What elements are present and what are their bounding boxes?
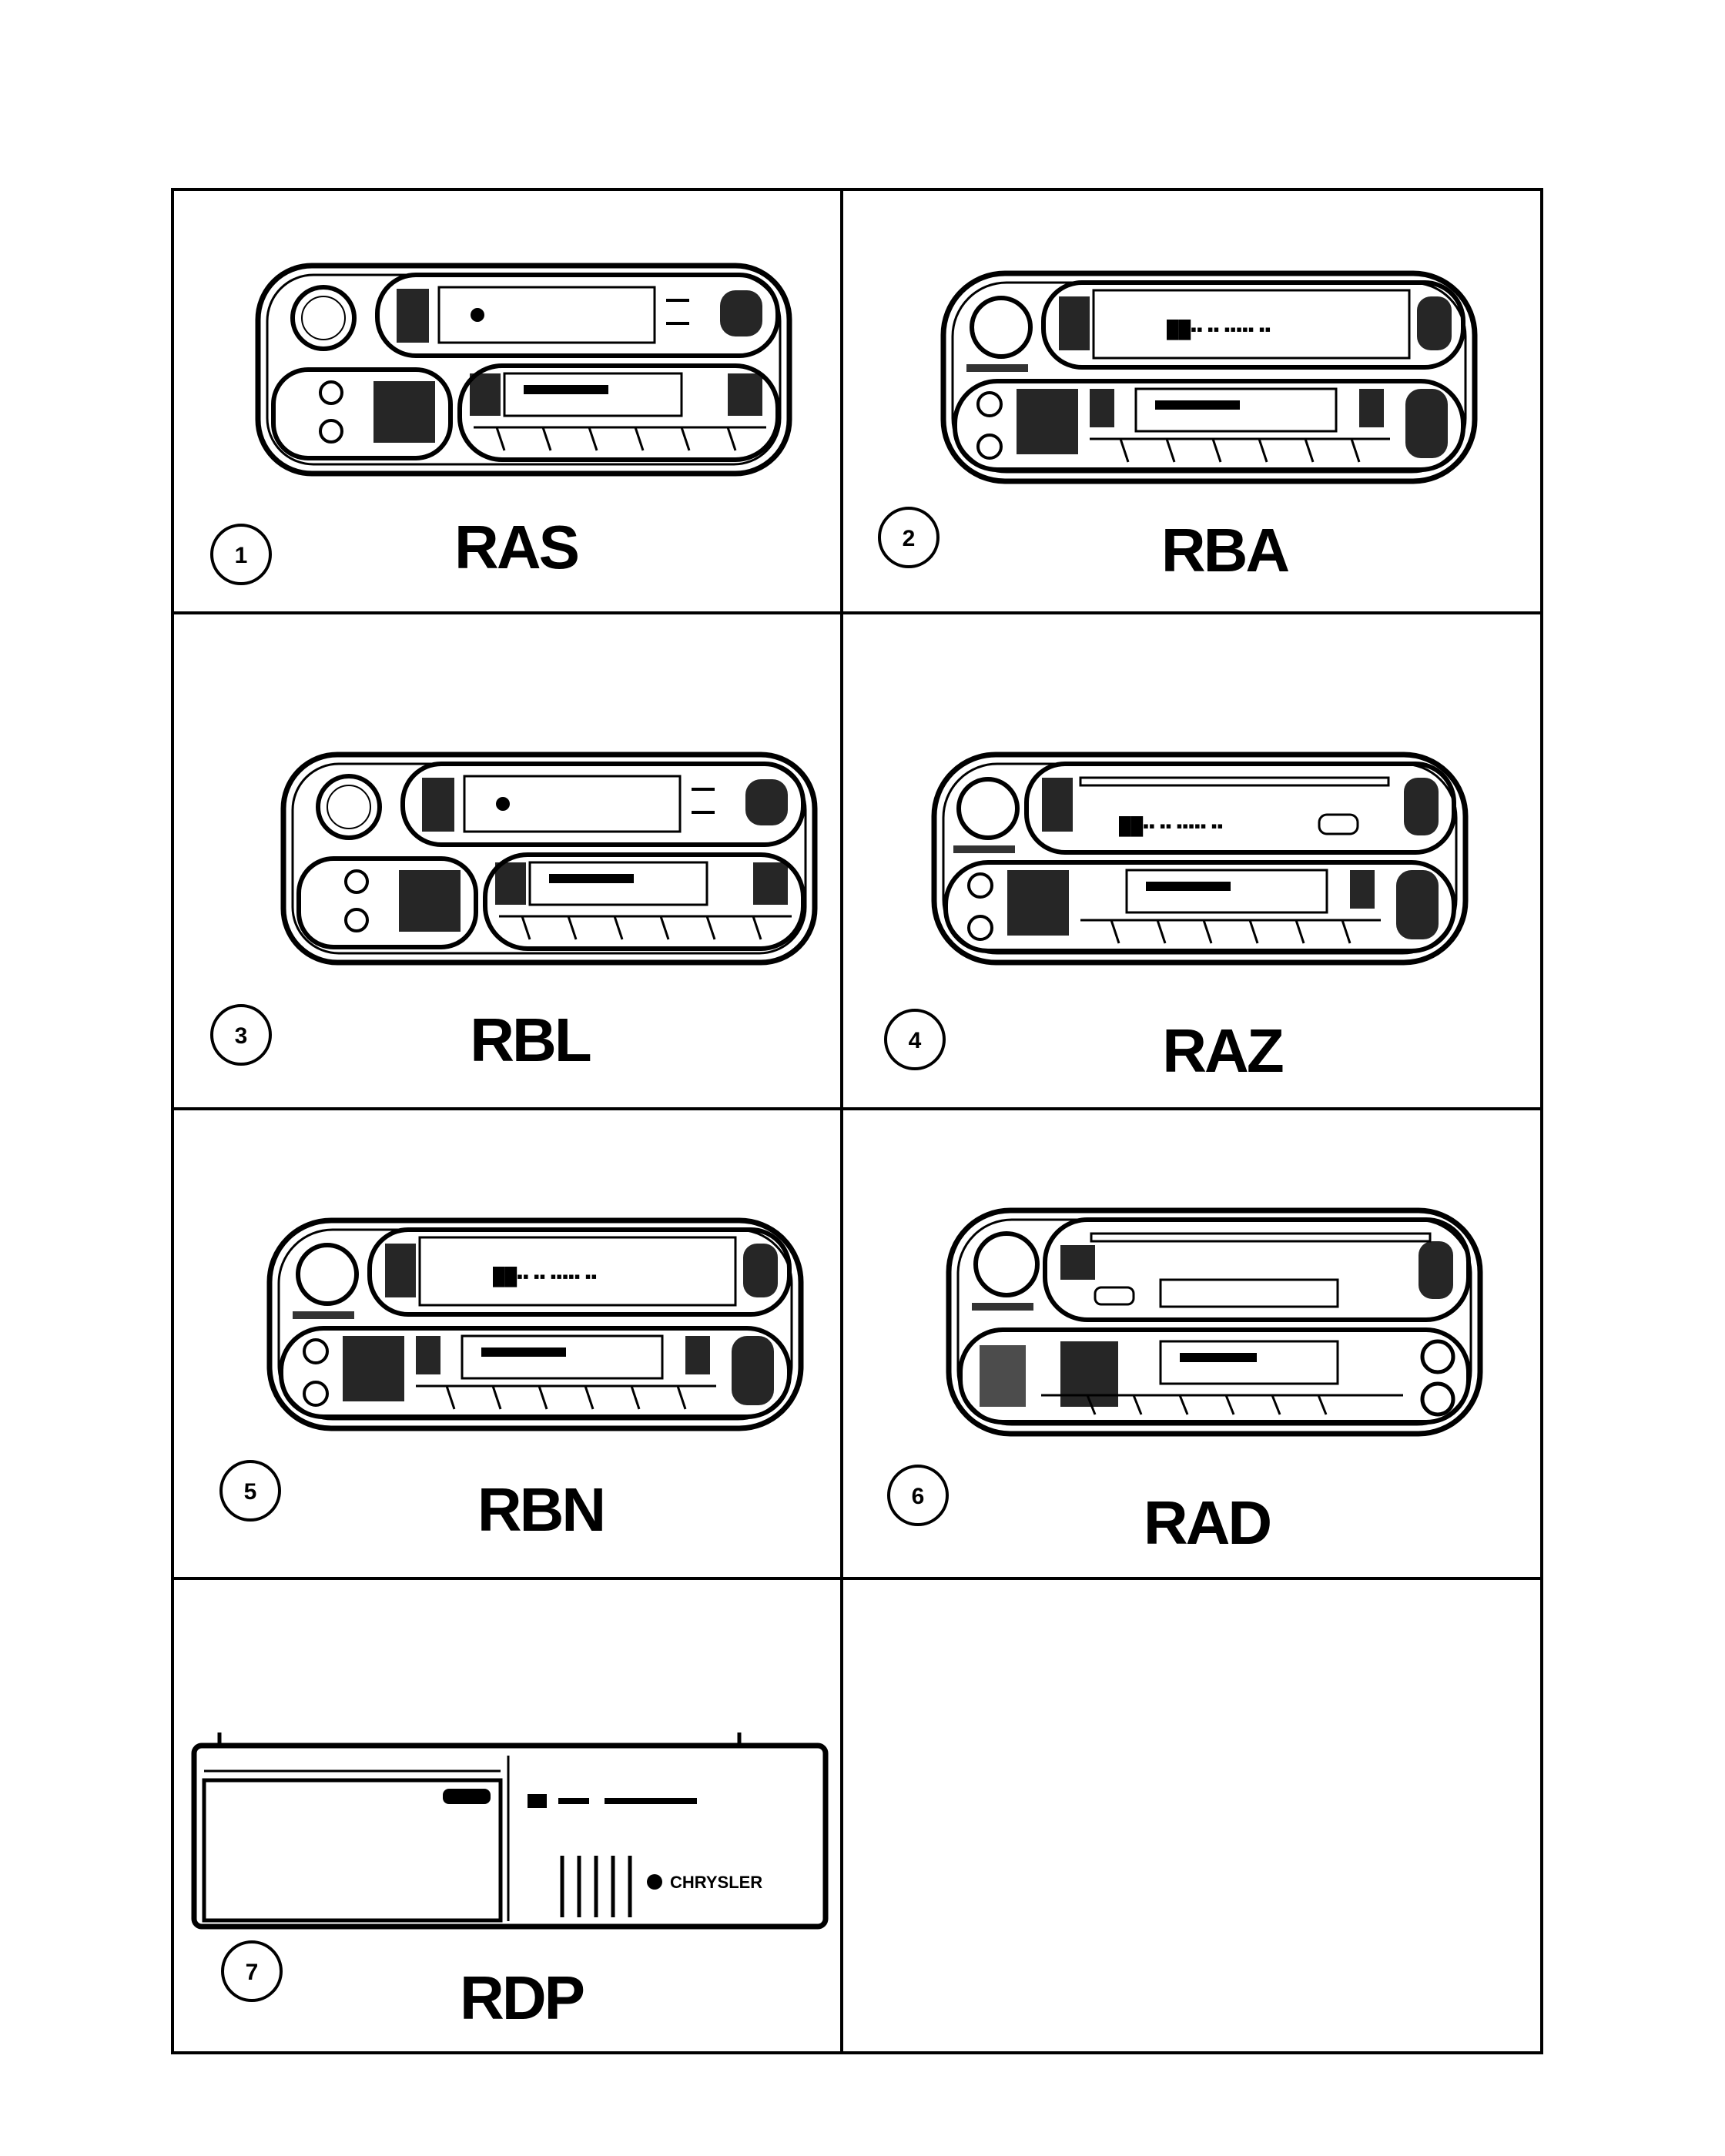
part-code-rba: RBA xyxy=(1161,516,1289,584)
callout-circle-2 xyxy=(878,507,940,568)
brand-logo-chrysler: CHRYSLER xyxy=(670,1873,762,1892)
callout-circle-7 xyxy=(221,1940,283,2002)
part-code-rdp: RDP xyxy=(460,1964,584,2032)
callout-number-2: 2 xyxy=(903,526,916,551)
callout-circle-1 xyxy=(210,524,272,585)
panel-5: 5 RBN xyxy=(219,1220,801,1544)
radio-image-rad xyxy=(949,1210,1480,1434)
callout-circle-3 xyxy=(210,1004,272,1066)
part-code-rad: RAD xyxy=(1144,1488,1271,1557)
panel-3: 3 RBL xyxy=(210,755,815,1074)
part-code-ras: RAS xyxy=(454,513,578,581)
callout-number-6: 6 xyxy=(912,1484,925,1509)
panel-6: 6 RAD xyxy=(887,1210,1480,1557)
callout-number-4: 4 xyxy=(909,1028,922,1053)
panel-1: 1 RAS xyxy=(210,266,789,585)
callout-number-7: 7 xyxy=(246,1960,259,1985)
callout-number-5: 5 xyxy=(244,1479,257,1505)
cd-changer-image-rdp xyxy=(191,1732,829,1930)
outer-border xyxy=(171,188,1543,2054)
radio-image-rbl xyxy=(283,755,815,962)
radio-image-ras xyxy=(258,266,789,474)
panel-4: 4 RAZ xyxy=(884,755,1465,1085)
callout-circle-4 xyxy=(884,1009,946,1070)
radio-image-rbn xyxy=(270,1220,801,1428)
radio-image-rba xyxy=(943,273,1475,481)
grid-frame xyxy=(171,188,1543,2054)
callout-number-3: 3 xyxy=(235,1023,248,1049)
callout-circle-6 xyxy=(887,1465,949,1526)
radio-image-raz xyxy=(934,755,1465,962)
panel-7: CHRYSLER 7 RDP xyxy=(191,1732,829,2032)
panel-2: 2 RBA xyxy=(878,273,1475,584)
part-code-rbl: RBL xyxy=(470,1006,591,1074)
callout-number-1: 1 xyxy=(235,543,248,568)
part-code-rbn: RBN xyxy=(477,1475,604,1544)
callout-circle-5 xyxy=(219,1460,281,1522)
part-code-raz: RAZ xyxy=(1162,1016,1283,1085)
